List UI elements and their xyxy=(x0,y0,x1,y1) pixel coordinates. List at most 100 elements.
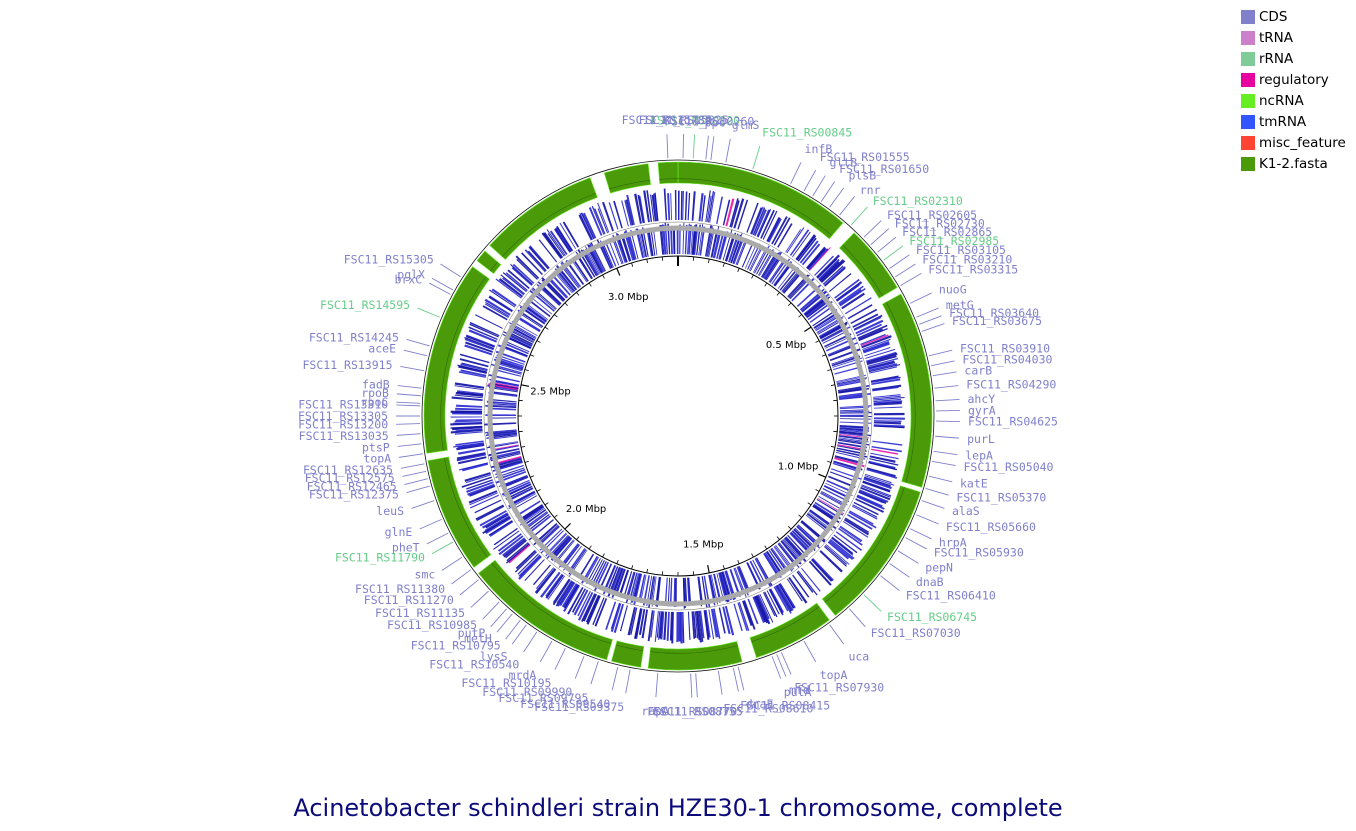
gene-label: FSC11_RS12375 xyxy=(309,488,399,502)
feature-arrow xyxy=(768,549,786,575)
feature-arrow xyxy=(806,301,829,319)
feature-arrow xyxy=(487,430,517,435)
gene-label: ptsP xyxy=(362,440,390,454)
gene-label: FSC11_RS13305 xyxy=(298,409,388,423)
feature-arrow xyxy=(771,258,791,285)
feature-arrow xyxy=(838,289,862,306)
feature-arrow xyxy=(753,596,767,623)
feature-arrow xyxy=(868,363,901,373)
gene-label-connector xyxy=(863,220,882,238)
gene-label: FSC11_RS15785 xyxy=(622,113,712,127)
feature-arrow xyxy=(488,435,518,440)
gene-label: FSC11_RS02605 xyxy=(887,208,977,222)
gene-label-connector xyxy=(695,673,698,698)
feature-arrow xyxy=(686,577,690,604)
feature-arrow xyxy=(467,483,495,496)
scale-tick xyxy=(830,446,836,448)
feature-arrow xyxy=(822,488,850,503)
feature-arrow xyxy=(489,450,521,459)
feature-arrow xyxy=(753,209,767,237)
gene-label-connector xyxy=(396,433,421,436)
feature-arrow xyxy=(818,258,840,281)
feature-arrow xyxy=(627,233,636,260)
gene-label-connector xyxy=(574,656,585,679)
scale-tick xyxy=(588,545,592,550)
feature-arrow xyxy=(495,457,522,466)
feature-arrow xyxy=(871,378,901,385)
legend-label: misc_feature xyxy=(1259,134,1346,151)
feature-arrow xyxy=(535,523,557,543)
feature-arrow xyxy=(489,295,513,311)
feature-arrow xyxy=(492,456,522,465)
feature-arrow xyxy=(650,194,655,222)
feature-arrow xyxy=(621,200,629,227)
feature-arrow xyxy=(643,190,650,223)
scale-tick xyxy=(818,473,827,478)
feature-arrow xyxy=(512,263,535,284)
blast-hit-segment xyxy=(478,559,613,661)
feature-arrow xyxy=(834,456,863,465)
gene-label: FSC11_RS00845 xyxy=(762,125,852,139)
feature-arrow xyxy=(589,559,603,584)
feature-arrow xyxy=(460,363,488,372)
feature-arrow xyxy=(528,515,552,534)
feature-arrow xyxy=(729,198,739,228)
feature-arrow xyxy=(588,249,603,274)
feature-arrow xyxy=(853,314,883,331)
feature-arrow xyxy=(864,347,891,357)
blast-hit-ring xyxy=(421,159,935,673)
feature-arrow xyxy=(779,267,799,291)
feature-arrow xyxy=(820,493,845,507)
feature-arrow xyxy=(701,195,706,222)
gene-label: FSC11_RS08415 xyxy=(740,698,830,712)
feature-arrow xyxy=(653,229,658,256)
feature-arrow xyxy=(461,476,493,488)
feature-arrow xyxy=(613,200,623,229)
feature-arrow xyxy=(843,518,870,536)
feature-arrow xyxy=(708,609,715,640)
feature-arrow xyxy=(833,360,863,371)
scale-tick xyxy=(520,446,526,448)
gene-label-connector xyxy=(931,460,956,467)
feature-arrow xyxy=(831,536,854,555)
feature-arrow xyxy=(831,355,861,367)
feature-arrow xyxy=(759,250,775,277)
feature-arrow xyxy=(735,240,746,265)
feature-arrow xyxy=(482,516,511,535)
gene-label: lysS xyxy=(480,650,508,664)
feature-arrow xyxy=(856,495,885,510)
feature-arrow xyxy=(775,585,793,612)
feature-arrow xyxy=(581,593,596,623)
feature-arrow xyxy=(869,458,899,466)
gene-label-connector xyxy=(849,608,866,628)
feature-arrow xyxy=(873,395,901,400)
scale-tick xyxy=(830,384,836,386)
feature-arrow xyxy=(468,490,498,504)
feature-arrow xyxy=(556,580,572,604)
feature-arrow xyxy=(696,224,701,256)
feature-arrow xyxy=(812,505,837,523)
feature-arrow xyxy=(838,285,864,305)
feature-arrow xyxy=(509,328,535,342)
feature-arrow xyxy=(625,571,635,598)
scale-tick xyxy=(588,282,592,287)
gene-label-connector xyxy=(406,339,430,347)
legend-item: regulatory xyxy=(1241,69,1346,90)
feature-arrow xyxy=(454,431,483,435)
feature-arrow xyxy=(863,342,890,354)
feature-arrow xyxy=(526,303,549,320)
feature-arrow xyxy=(514,551,538,573)
gene-label-connector xyxy=(539,640,553,663)
feature-arrow xyxy=(667,223,671,255)
feature-arrow xyxy=(822,330,848,344)
feature-arrow xyxy=(641,609,649,639)
feature-arrow xyxy=(517,311,543,329)
feature-arrow xyxy=(769,588,785,614)
feature-arrow xyxy=(669,577,673,607)
feature-arrow xyxy=(549,535,570,558)
gene-label-connector xyxy=(829,187,845,208)
gene-label-connector xyxy=(419,518,442,530)
legend-swatch xyxy=(1241,9,1255,24)
feature-arrow xyxy=(508,543,531,564)
feature-arrow xyxy=(457,442,485,449)
